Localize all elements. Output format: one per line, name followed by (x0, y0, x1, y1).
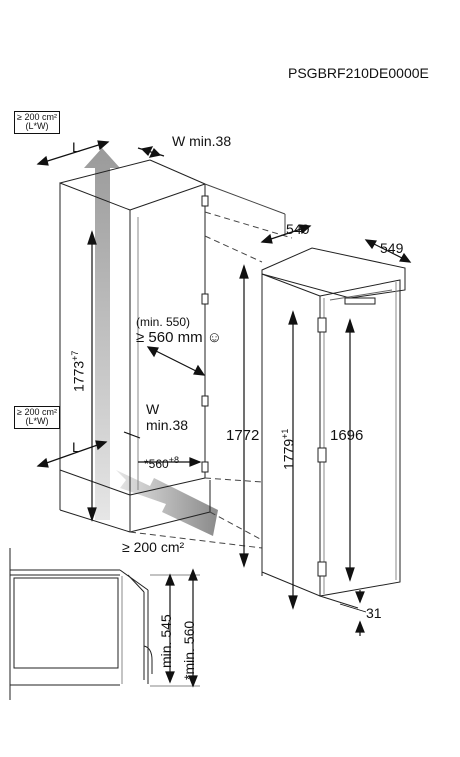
height-1779-label: 1779+1 (280, 429, 297, 470)
bottom-vent-label: ≥ 200 cm² (122, 539, 185, 555)
vent-mid-line1: ≥ 200 cm² (17, 407, 57, 417)
gap-31-label: 31 (366, 605, 382, 621)
vent-mid-line2: (L*W) (25, 416, 49, 427)
model-code: PSGBRF210DE0000E (288, 65, 429, 81)
side-dimension-lines (150, 568, 200, 688)
niche-hinges (201, 195, 209, 473)
airflow-in-arrow (116, 470, 218, 536)
length-top-label: L (72, 139, 80, 155)
width-mid-label: W (146, 401, 160, 417)
length-mid-label: L (72, 439, 80, 455)
height-1772-label: 1772 (226, 427, 260, 444)
height-1773-tolerance: +7 (70, 350, 80, 361)
appliance-hinges (317, 297, 376, 577)
appliance-body (261, 247, 406, 609)
depth-540-label: 540 (286, 221, 310, 237)
height-1779-tolerance: +1 (280, 428, 290, 439)
width-mid-min-label: min.38 (146, 417, 189, 433)
min-560mm-label: ≥ 560 mm ☺ (136, 329, 223, 346)
depth-line (204, 183, 286, 215)
guide-lines (129, 211, 293, 549)
height-1696-label: 1696 (330, 427, 364, 444)
depth-560-value: *560 (144, 457, 169, 471)
min-550-label: (min. 550) (136, 315, 191, 329)
side-detail (9, 548, 153, 700)
height-1779-value: 1779 (280, 438, 297, 470)
airflow-up-arrow (84, 148, 120, 520)
vent-top-line2: (L*W) (25, 121, 49, 132)
depth-560-tolerance: +8 (168, 455, 179, 465)
min-545-label: min. 545 (158, 614, 174, 668)
dimension-lines (36, 140, 412, 636)
vent-area-mid-label: ≥ 200 cm² (L*W) (14, 406, 60, 429)
width-top-label: W min.38 (172, 133, 232, 149)
depth-560-label: *560+8 (144, 455, 179, 471)
height-1773-value: 1773 (70, 360, 87, 392)
depth-549-label: 549 (380, 240, 404, 256)
min-560-label: *min. 560 (181, 620, 197, 680)
vent-top-line1: ≥ 200 cm² (17, 112, 57, 122)
cabinet-niche (59, 159, 211, 533)
height-1773-label: 1773+7 (70, 351, 87, 392)
vent-area-top-label: ≥ 200 cm² (L*W) (14, 111, 60, 134)
